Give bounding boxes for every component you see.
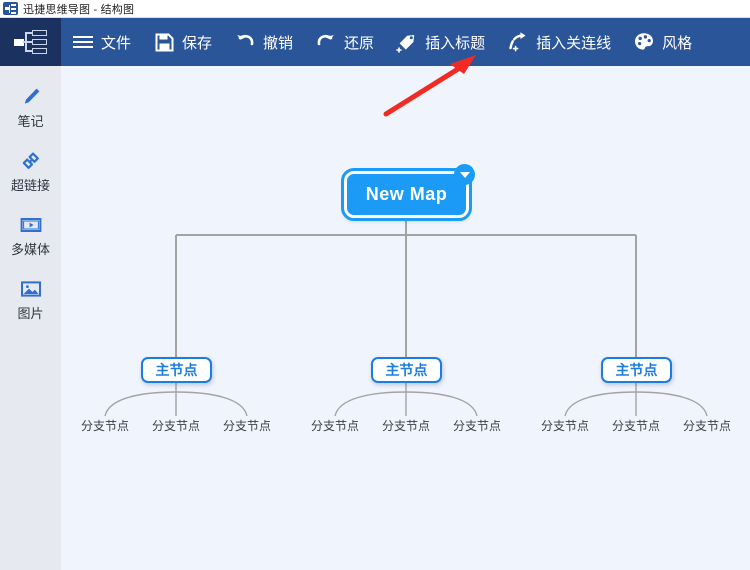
toolbar-button-style[interactable]: 风格 bbox=[622, 18, 703, 66]
branch-node-2-2[interactable]: 分支节点 bbox=[381, 419, 431, 433]
sidebar-item-multimedia[interactable]: 多媒体 bbox=[0, 194, 61, 258]
toolbar-label-undo: 撤销 bbox=[263, 34, 294, 52]
branch-node-1-1[interactable]: 分支节点 bbox=[80, 419, 130, 433]
tag-plus-icon bbox=[396, 31, 418, 53]
sidebar-label-notes: 笔记 bbox=[17, 114, 44, 129]
mindmap-canvas[interactable]: New Map 主节点 分支节点 分支节点 分支节点 主节点 分支节点 分支节点… bbox=[61, 66, 750, 570]
toolbar-label-style: 风格 bbox=[662, 34, 693, 52]
main-node-2[interactable]: 主节点 bbox=[371, 357, 442, 383]
main-node-3-label: 主节点 bbox=[615, 362, 658, 378]
app-icon bbox=[3, 2, 18, 15]
video-icon bbox=[0, 212, 61, 238]
undo-arrow-icon bbox=[234, 31, 256, 53]
toolbar-button-redo[interactable]: 还原 bbox=[304, 18, 385, 66]
title-bar: 迅捷思维导图 - 结构图 bbox=[0, 0, 750, 18]
redo-arrow-icon bbox=[315, 31, 337, 53]
sidebar-label-hyperlink: 超链接 bbox=[10, 178, 50, 193]
toolbar-label-redo: 还原 bbox=[344, 34, 375, 52]
sidebar-label-image: 图片 bbox=[17, 306, 44, 321]
main-toolbar: 文件 保存 撤销 bbox=[0, 18, 750, 66]
main-node-2-label: 主节点 bbox=[385, 362, 428, 378]
toolbar-button-insert-title[interactable]: 插入标题 bbox=[385, 18, 496, 66]
main-node-1-label: 主节点 bbox=[155, 362, 198, 378]
sidebar-label-multimedia: 多媒体 bbox=[10, 242, 50, 257]
palette-icon bbox=[633, 31, 655, 53]
toolbar-label-insert-title: 插入标题 bbox=[425, 34, 486, 52]
toolbar-button-insert-relation[interactable]: 插入关连线 bbox=[496, 18, 622, 66]
toolbar-label-save: 保存 bbox=[182, 34, 213, 52]
toolbar-label-file: 文件 bbox=[101, 34, 132, 52]
main-node-3[interactable]: 主节点 bbox=[601, 357, 672, 383]
branch-node-3-1[interactable]: 分支节点 bbox=[540, 419, 590, 433]
relation-line-plus-icon bbox=[507, 31, 529, 53]
main-node-1[interactable]: 主节点 bbox=[141, 357, 212, 383]
mindmap-logo-icon bbox=[13, 29, 48, 55]
app-logo bbox=[0, 18, 61, 66]
branch-node-1-2[interactable]: 分支节点 bbox=[151, 419, 201, 433]
root-node-label: New Map bbox=[365, 184, 448, 204]
sidebar-item-notes[interactable]: 笔记 bbox=[0, 66, 61, 130]
branch-node-2-1[interactable]: 分支节点 bbox=[310, 419, 360, 433]
branch-node-3-2[interactable]: 分支节点 bbox=[611, 419, 661, 433]
branch-node-1-3[interactable]: 分支节点 bbox=[222, 419, 272, 433]
toolbar-label-insert-relation: 插入关连线 bbox=[536, 34, 612, 52]
root-node[interactable]: New Map bbox=[341, 168, 472, 221]
branch-node-3-3[interactable]: 分支节点 bbox=[682, 419, 732, 433]
link-chain-icon bbox=[0, 148, 61, 174]
sidebar-item-hyperlink[interactable]: 超链接 bbox=[0, 130, 61, 194]
connector-lines bbox=[104, 218, 708, 417]
toolbar-button-save[interactable]: 保存 bbox=[142, 18, 223, 66]
window-title: 迅捷思维导图 - 结构图 bbox=[23, 3, 135, 16]
toolbar-button-undo[interactable]: 撤销 bbox=[223, 18, 304, 66]
toolbar-button-file[interactable]: 文件 bbox=[61, 18, 142, 66]
chevron-down-circle-icon[interactable] bbox=[454, 164, 475, 185]
hamburger-menu-icon bbox=[72, 31, 94, 53]
save-floppy-icon bbox=[153, 31, 175, 53]
image-icon bbox=[0, 276, 61, 302]
branch-node-2-3[interactable]: 分支节点 bbox=[452, 419, 502, 433]
sidebar-item-image[interactable]: 图片 bbox=[0, 258, 61, 322]
pencil-icon bbox=[0, 84, 61, 110]
left-sidebar: 笔记 超链接 多媒体 bbox=[0, 66, 61, 570]
